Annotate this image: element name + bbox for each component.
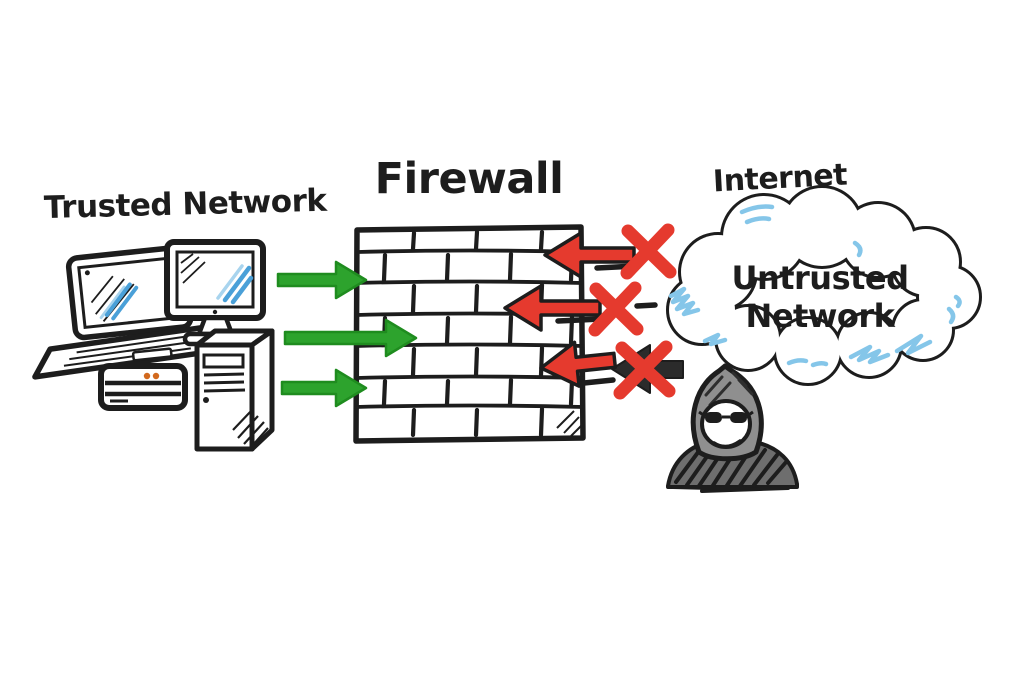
firewall-label: Firewall [374, 154, 564, 204]
blocked-arrow-3 [539, 340, 618, 388]
server-vent [202, 353, 245, 369]
wall-corner-hatch [556, 410, 584, 437]
x-icon-2 [588, 281, 644, 337]
blocked-arrows [503, 231, 636, 388]
server-hatch [232, 409, 269, 447]
screen-hatch-blue [104, 282, 139, 321]
monitor-button [212, 309, 218, 315]
webcam-dot [84, 270, 90, 276]
internet-cloud [666, 185, 982, 386]
trusted-network-label: Trusted Network [43, 182, 327, 227]
allowed-arrow-2 [283, 318, 418, 358]
hood-hatch [704, 371, 754, 407]
x-icon-3 [613, 340, 676, 400]
monitor-hatch-lightblue [216, 264, 244, 300]
allowed-arrow-3 [280, 368, 368, 408]
trackpad [131, 347, 173, 362]
monitor-hatch-blue [222, 265, 254, 305]
internet-label: Internet [712, 157, 848, 200]
monitor-hatch-black [180, 253, 206, 284]
blocked-x-icons [588, 223, 677, 400]
hacker-face [700, 399, 752, 449]
untrusted-network-label: Untrusted Network [731, 259, 909, 335]
x-icon-1 [620, 223, 677, 280]
arrow-shadow-dashes [555, 263, 658, 386]
sunglasses-icon [698, 410, 754, 423]
allowed-arrows [276, 260, 418, 408]
server-power-dot [203, 397, 209, 403]
blocked-arrow-1 [543, 231, 636, 279]
router-icon [98, 363, 188, 411]
allowed-arrow-1 [276, 260, 368, 300]
router-slats [105, 380, 181, 397]
brick-rows [355, 248, 584, 409]
hacker-shoulder-hatch [671, 443, 790, 493]
blocked-arrow-2 [503, 284, 602, 332]
brick-joints [381, 229, 575, 438]
cloud-squiggles [668, 204, 962, 368]
hacker-smirk [712, 439, 742, 449]
screen-hatch-lightblue [99, 285, 126, 320]
firewall-wall [353, 224, 586, 444]
server-icon [194, 328, 275, 452]
server-lines [203, 372, 246, 393]
router-leds [143, 372, 160, 380]
hacker-icon [666, 363, 799, 493]
